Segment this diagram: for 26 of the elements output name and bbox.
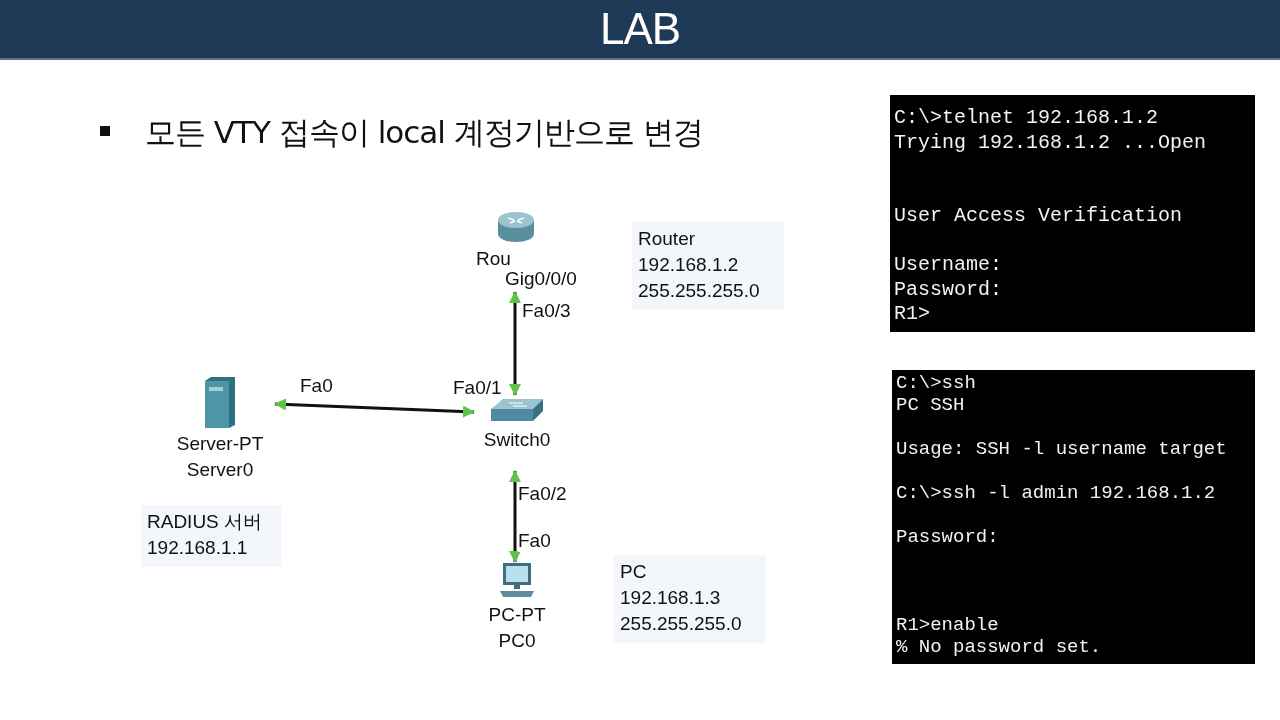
note-text: 192.168.1.1 — [147, 536, 249, 560]
note-text: 192.168.1.2 — [638, 253, 740, 277]
terminal-line: R1> — [894, 303, 930, 325]
note-text: RADIUS 서버 — [147, 510, 264, 534]
terminal-line: C:\>ssh — [896, 372, 976, 394]
terminal-line: Trying 192.168.1.2 ...Open — [894, 131, 1207, 154]
terminal-line: PC SSH — [896, 394, 965, 416]
note-text: Router — [638, 227, 697, 251]
terminal-line: R1>enable — [896, 614, 999, 636]
terminal-line: Password: — [894, 278, 1003, 301]
terminal-line: % No password set. — [896, 636, 1102, 658]
terminal-line: Usage: SSH -l username target — [896, 438, 1227, 460]
network-link — [274, 398, 475, 418]
note-text: 255.255.255.0 — [638, 279, 761, 303]
note-text: PC — [620, 560, 648, 584]
terminal-line: Username: — [894, 254, 1003, 276]
note-text: 255.255.255.0 — [620, 612, 743, 636]
network-link — [509, 470, 521, 563]
network-link — [509, 291, 521, 396]
terminal-line: C:\>telnet 192.168.1.2 — [894, 107, 1159, 129]
slide-title: LAB — [599, 4, 681, 54]
terminal-line: User Access Verification — [894, 205, 1183, 227]
terminal-line: Password: — [896, 526, 999, 548]
bullet-text: 모든 VTY 접속이 local 계정기반으로 변경 — [145, 113, 703, 152]
terminal-line: C:\>ssh -l admin 192.168.1.2 — [896, 482, 1216, 504]
note-text: 192.168.1.3 — [620, 586, 722, 610]
